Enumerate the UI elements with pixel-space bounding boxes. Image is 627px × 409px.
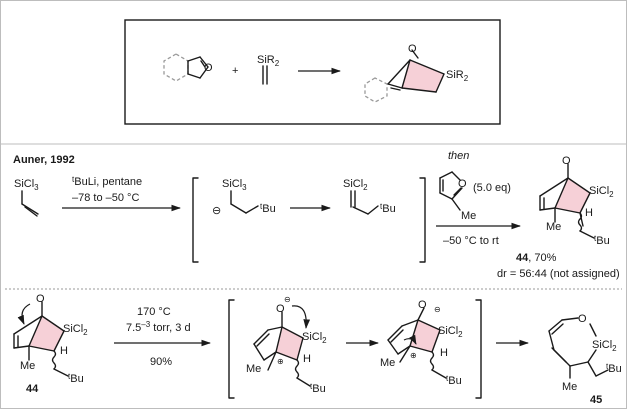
- plus-sign: +: [232, 65, 238, 77]
- i1-o: O: [276, 303, 285, 315]
- p45-number: 45: [590, 394, 602, 406]
- auner-conditions-2: –78 to –50 °C: [72, 192, 139, 204]
- furan-me: Me: [461, 210, 476, 222]
- bracket-right-1: [419, 177, 426, 263]
- furan-o-label: O: [458, 178, 467, 190]
- i1-oxide-charge: ⊖: [284, 295, 291, 304]
- i2-cation: ⊕: [410, 351, 417, 360]
- int2-bonds: [350, 190, 379, 215]
- prod44-tbu: tBu: [594, 234, 610, 247]
- prod44-o: O: [562, 155, 571, 167]
- i1-cation: ⊕: [277, 357, 284, 366]
- sm44-si: SiCl2: [63, 323, 88, 337]
- int1-carbanion: ⊖: [212, 205, 221, 217]
- p45-tbu: tBu: [606, 362, 622, 375]
- bicycle-oxygen-label: O: [408, 43, 417, 55]
- p45-si: SiCl2: [592, 339, 617, 353]
- sm44-me: Me: [20, 360, 35, 372]
- i2-oxide-charge: ⊖: [434, 305, 441, 314]
- general-scheme: O + SiR2 O SiR2: [124, 19, 501, 125]
- general-scheme-box: [124, 19, 501, 125]
- silene-structure: [262, 65, 268, 85]
- furan-equiv: (5.0 eq): [473, 182, 511, 194]
- auner-title: Auner, 1992: [13, 154, 75, 166]
- bicycle-si-label: SiR2: [446, 69, 469, 83]
- int1-bonds: [230, 190, 259, 214]
- vinyl-silane-bonds: [21, 190, 39, 217]
- product-44-structure: [539, 163, 595, 239]
- oxasilepine-45-structure: [548, 317, 609, 379]
- i1-me: Me: [246, 363, 261, 375]
- int2-tbu: tBu: [380, 202, 396, 215]
- zwitterion-1-structure: [253, 305, 311, 387]
- prod44-compound: 44, 70%: [516, 252, 557, 264]
- fused-furan-structure: [163, 53, 209, 82]
- thermal-cond-temp: 170 °C: [137, 306, 171, 318]
- p45-me: Me: [562, 381, 577, 393]
- int1-si-label: SiCl3: [222, 178, 247, 192]
- int2-si-label: SiCl2: [343, 178, 368, 192]
- i2-me: Me: [380, 357, 395, 369]
- thermal-cond-yield: 90%: [150, 356, 172, 368]
- oxa-bicyclic-product: [364, 49, 445, 103]
- i1-si: SiCl2: [302, 331, 327, 345]
- sm44-h: H: [60, 345, 68, 357]
- i2-tbu: tBu: [446, 374, 462, 387]
- i1-tbu: tBu: [310, 382, 326, 395]
- sm44-number: 44: [26, 383, 39, 395]
- furan-oxygen-label: O: [204, 62, 213, 74]
- prod44-dr: dr = 56:44 (not assigned): [497, 268, 620, 280]
- prod44-me: Me: [546, 221, 561, 233]
- furan-conditions: –50 °C to rt: [443, 235, 499, 247]
- vinyl-silane-label: SiCl3: [14, 178, 39, 192]
- bracket-left-1: [192, 177, 199, 263]
- i2-h: H: [440, 347, 448, 359]
- auner-1992-scheme: Auner, 1992 SiCl3 tBuLi, pentane –78 to …: [13, 150, 620, 280]
- p45-o: O: [578, 313, 587, 325]
- bracket-right-2: [475, 299, 482, 399]
- thermal-cond-pressure: 7.5–3 torr, 3 d: [126, 320, 191, 334]
- sm44-o: O: [36, 293, 45, 305]
- i1-h: H: [303, 353, 311, 365]
- auner-conditions-1: tBuLi, pentane: [72, 175, 142, 188]
- prod44-h: H: [585, 207, 593, 219]
- prod44-si: SiCl2: [589, 185, 614, 199]
- int1-tbu: tBu: [260, 202, 276, 215]
- then-label: then: [448, 150, 469, 162]
- thermal-rearrangement-scheme: O SiCl2 H Me tBu 44 170 °C 7.5–3 torr, 3…: [13, 293, 622, 406]
- i2-o: O: [418, 299, 427, 311]
- silene-label: SiR2: [257, 54, 280, 68]
- sm44-tbu: tBu: [68, 372, 84, 385]
- zwitterion-2-structure: [387, 307, 447, 379]
- sm44-structure: [13, 301, 69, 377]
- i2-si: SiCl2: [438, 325, 463, 339]
- bracket-left-2: [228, 299, 235, 399]
- methylfuran-structure: [439, 171, 463, 211]
